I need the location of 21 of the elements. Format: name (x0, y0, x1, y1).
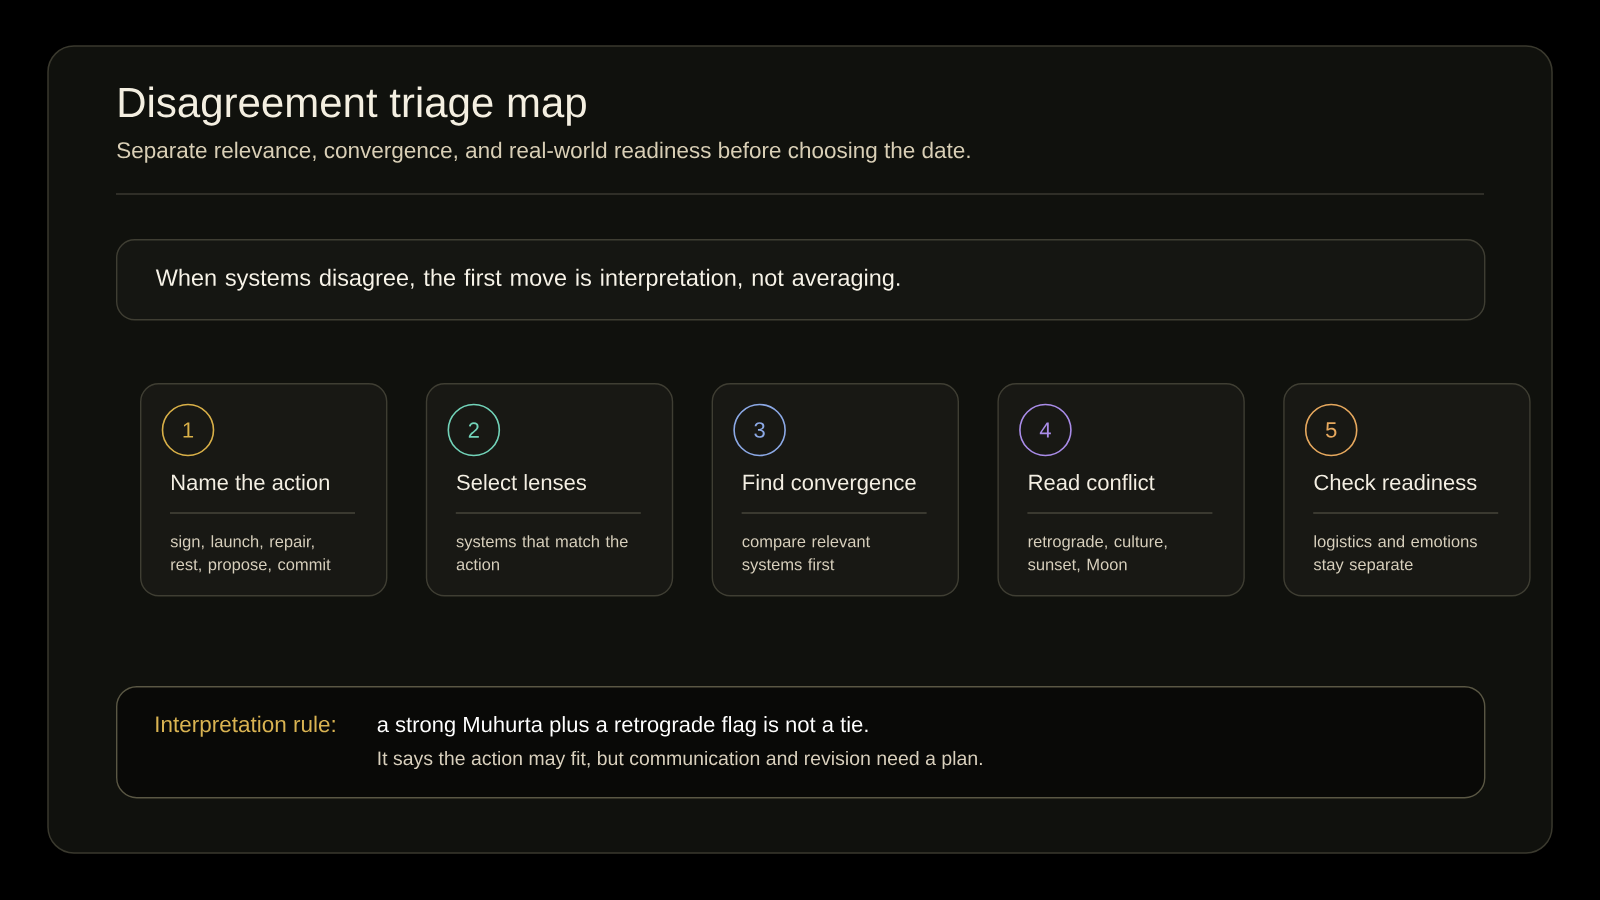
step-card (711, 383, 959, 597)
step-card (997, 383, 1245, 597)
card-heading: Check readiness (1314, 474, 1477, 491)
card-text: logistics and emotions stay separate (1313, 535, 1477, 574)
rule-label: Interpretation rule: (156, 715, 335, 737)
subtitle: Separate relevance, convergence, and real-world readiness before choosing the date. (117, 141, 970, 163)
title: Disagreement triage map (119, 86, 586, 126)
card-heading: Read conflict (1029, 474, 1155, 491)
card-heading: Select lenses (457, 474, 587, 491)
card-text: compare relevant systems first (742, 535, 871, 574)
card-text: systems that match the action (456, 535, 628, 571)
rule-note: It says the action may fit, but communication and revision need a plan. (378, 750, 982, 770)
card-text: sign, launch, repair, rest, propose, commit (170, 535, 331, 574)
callout-box: When systems disagree, the first move is interpretation, not averaging. (116, 239, 1486, 321)
card-heading: Name the action (172, 474, 329, 491)
card-text: retrograde, culture, sunset, Moon (1028, 535, 1167, 573)
card-heading: Find convergence (743, 474, 916, 495)
step-card (425, 383, 674, 597)
step-card (140, 383, 388, 597)
step-card (1283, 383, 1531, 597)
rule-text: a strong Muhurta plus a retrograde flag is not a tie. (377, 716, 868, 737)
